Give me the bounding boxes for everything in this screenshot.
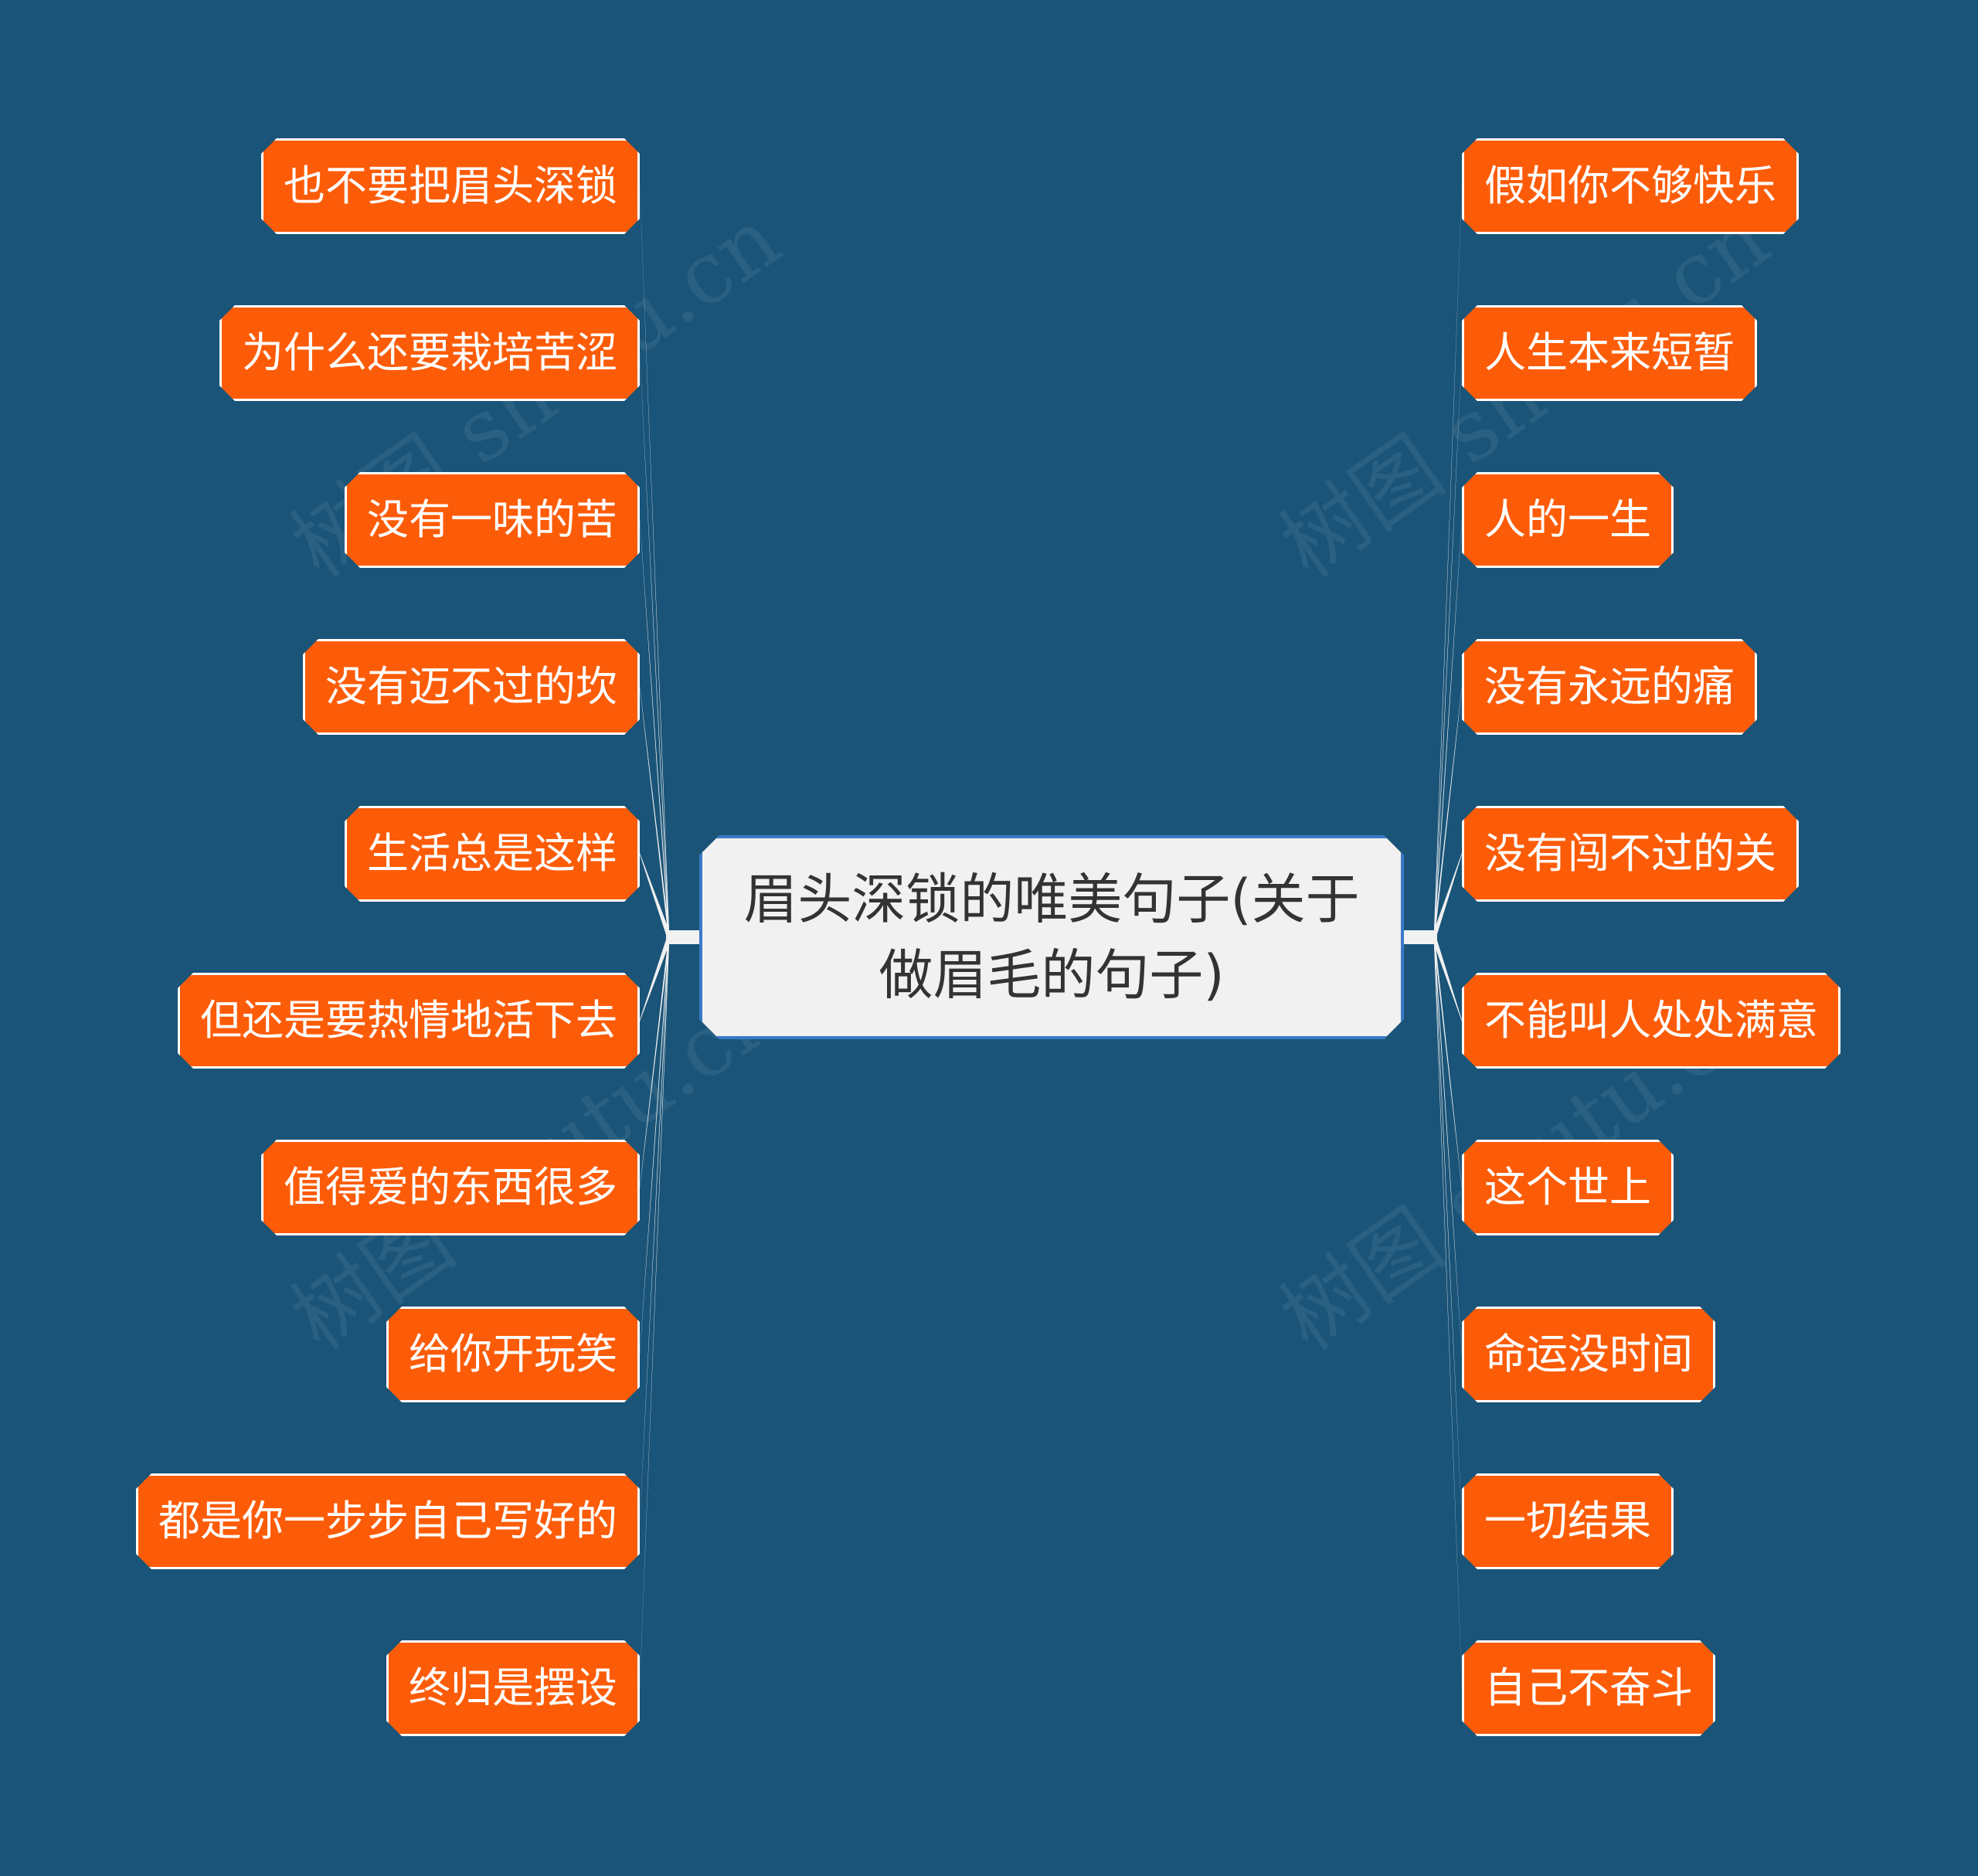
connector-line-right-2 (1434, 352, 1462, 944)
right-topic-8[interactable]: 命运没时间 (1462, 1307, 1715, 1402)
left-topic-10[interactable]: 终归是摆设 (386, 1640, 640, 1736)
left-topic-4[interactable]: 没有迈不过的坎 (303, 639, 640, 735)
right-topic-9[interactable]: 一切结果 (1462, 1473, 1674, 1569)
connector-line-right-5 (1434, 853, 1462, 944)
connector-line-right-1 (1434, 185, 1462, 944)
connector-line-right-6 (1434, 930, 1462, 1021)
connector-line-right-4 (1434, 686, 1462, 944)
connector-stub-right (1404, 930, 1437, 944)
central-topic-line-2: 做眉毛的句子) (879, 943, 1225, 1007)
right-topic-2[interactable]: 人生本来短暂 (1462, 305, 1757, 401)
left-topic-3[interactable]: 没有一味的苦 (345, 472, 640, 568)
left-topic-5[interactable]: 生活总是这样 (345, 806, 640, 902)
connector-line-left-2 (640, 352, 669, 944)
right-topic-3[interactable]: 人的一生 (1462, 472, 1674, 568)
connector-line-right-7 (1434, 930, 1462, 1188)
right-topic-5[interactable]: 没有闯不过的关 (1462, 806, 1799, 902)
right-topic-10[interactable]: 自己不奋斗 (1462, 1640, 1715, 1736)
central-topic[interactable]: 眉头深锁的唯美句子(关于 做眉毛的句子) (699, 835, 1404, 1039)
connector-line-left-5 (640, 853, 669, 944)
connector-line-right-3 (1434, 519, 1462, 944)
right-topic-6[interactable]: 不能叫人处处满意 (1462, 973, 1840, 1069)
connector-line-right-10 (1434, 930, 1462, 1689)
left-topic-7[interactable]: 值得爱的东西很多 (261, 1140, 640, 1235)
connector-line-left-8 (640, 930, 669, 1355)
right-topic-1[interactable]: 假如你不够快乐 (1462, 138, 1799, 234)
connector-stub-left (666, 930, 699, 944)
connector-line-left-9 (640, 930, 669, 1522)
connector-line-right-8 (1434, 930, 1462, 1355)
left-topic-8[interactable]: 给你开玩笑 (386, 1307, 640, 1402)
connector-line-left-6 (640, 930, 669, 1021)
connector-line-left-7 (640, 930, 669, 1188)
right-topic-7[interactable]: 这个世上 (1462, 1140, 1674, 1235)
left-topic-9[interactable]: 都是你一步步自己写好的 (136, 1473, 640, 1569)
left-topic-6[interactable]: 但还是要热情地活下去 (178, 973, 640, 1069)
central-topic-line-1: 眉头深锁的唯美句子(关于 (743, 868, 1360, 931)
connector-line-left-4 (640, 686, 669, 944)
connector-line-left-10 (640, 930, 669, 1689)
left-topic-2[interactable]: 为什么还要栽培苦涩 (219, 305, 640, 401)
left-topic-1[interactable]: 也不要把眉头深锁 (261, 138, 640, 234)
central-topic-text: 眉头深锁的唯美句子(关于 做眉毛的句子) (743, 862, 1359, 1013)
connector-line-right-9 (1434, 930, 1462, 1522)
right-topic-4[interactable]: 没有永远的痛 (1462, 639, 1757, 735)
connector-line-left-3 (640, 519, 669, 944)
connector-line-left-1 (640, 185, 669, 944)
